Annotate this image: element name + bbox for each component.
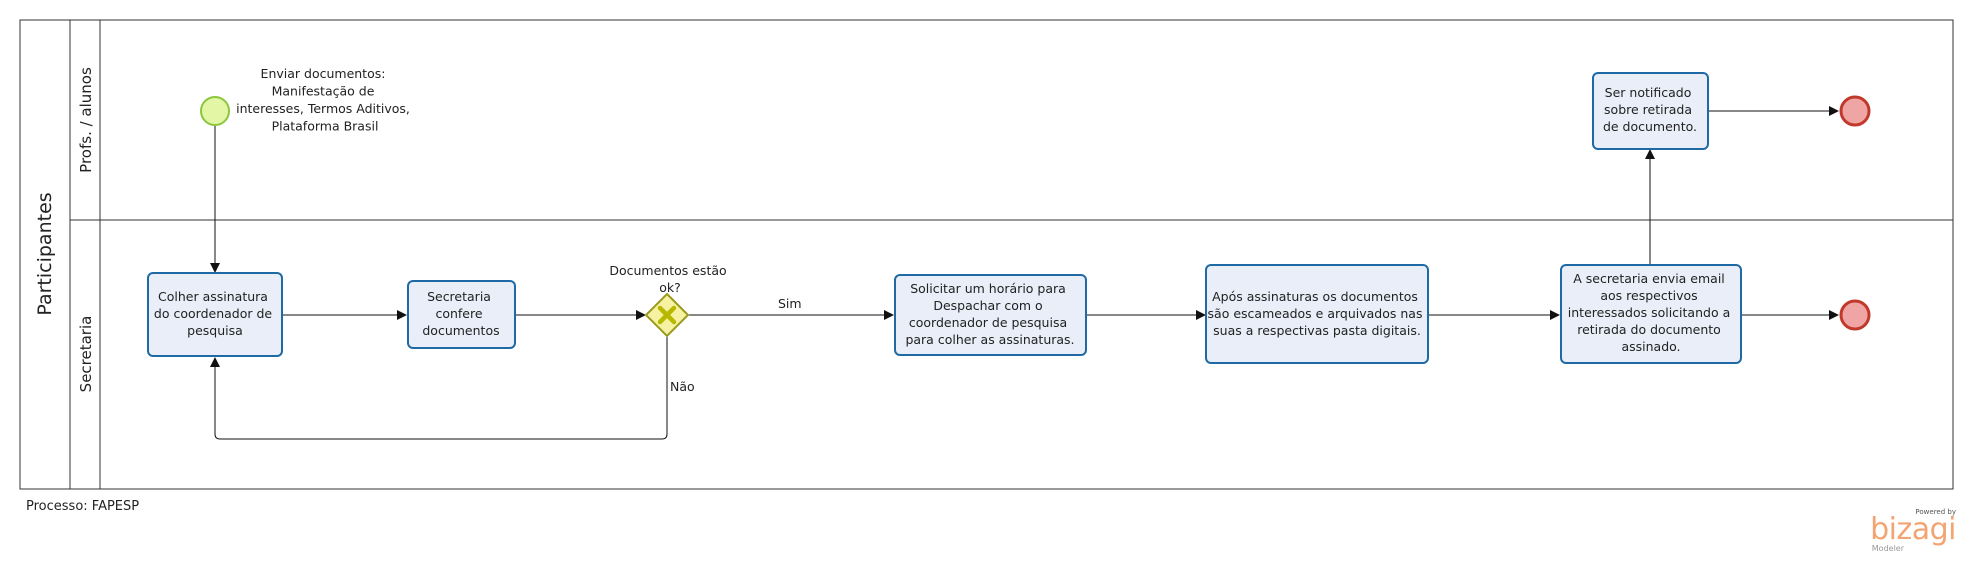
task-solicitar-horario-label: Solicitar um horário para Despachar com …	[905, 281, 1074, 347]
gateway-label: Documentos estão ok?	[609, 263, 730, 295]
send-documents-annotation: Enviar documentos: Manifestação de inter…	[236, 66, 414, 134]
bizagi-product: Modeler	[1871, 544, 1904, 553]
bizagi-logo: bizagi	[1870, 512, 1956, 547]
process-name: Processo: FAPESP	[26, 499, 140, 514]
task-enviar-email[interactable]: A secretaria envia email aos respectivos…	[1560, 264, 1742, 364]
task-colher-assinatura-label: Colher assinatura do coordenador de pesq…	[154, 289, 276, 338]
lane-label-profs: Profs. / alunos	[77, 67, 95, 173]
start-event[interactable]	[200, 96, 230, 126]
task-secretaria-confere[interactable]: Secretaria confere documentos	[407, 280, 516, 349]
task-solicitar-horario[interactable]: Solicitar um horário para Despachar com …	[894, 274, 1087, 356]
bizagi-branding: Powered by bizagi Modeler	[1866, 508, 1956, 553]
task-colher-assinatura[interactable]: Colher assinatura do coordenador de pesq…	[147, 272, 283, 357]
edge-label-sim: Sim	[778, 296, 802, 311]
lane-label-secretaria: Secretaria	[77, 316, 95, 393]
task-secretaria-confere-label: Secretaria confere documentos	[422, 289, 499, 338]
task-arquivar-documentos[interactable]: Após assinaturas os documentos são escam…	[1205, 264, 1429, 364]
gateway-x-icon	[657, 305, 677, 325]
pool-label: Participantes	[34, 192, 56, 315]
task-arquivar-documentos-label: Após assinaturas os documentos são escam…	[1208, 289, 1427, 338]
flow-gateway-nao	[210, 336, 668, 440]
end-event-profs[interactable]	[1839, 95, 1871, 127]
task-ser-notificado-label: Ser notificado sobre retirada de documen…	[1603, 85, 1697, 134]
task-ser-notificado[interactable]: Ser notificado sobre retirada de documen…	[1592, 72, 1709, 150]
powered-by-text: Powered by	[1915, 508, 1956, 516]
gateway-documentos-ok[interactable]	[644, 292, 690, 338]
task-enviar-email-label: A secretaria envia email aos respectivos…	[1568, 271, 1734, 354]
edge-label-nao: Não	[670, 379, 695, 394]
end-event-secretaria[interactable]	[1839, 299, 1871, 331]
